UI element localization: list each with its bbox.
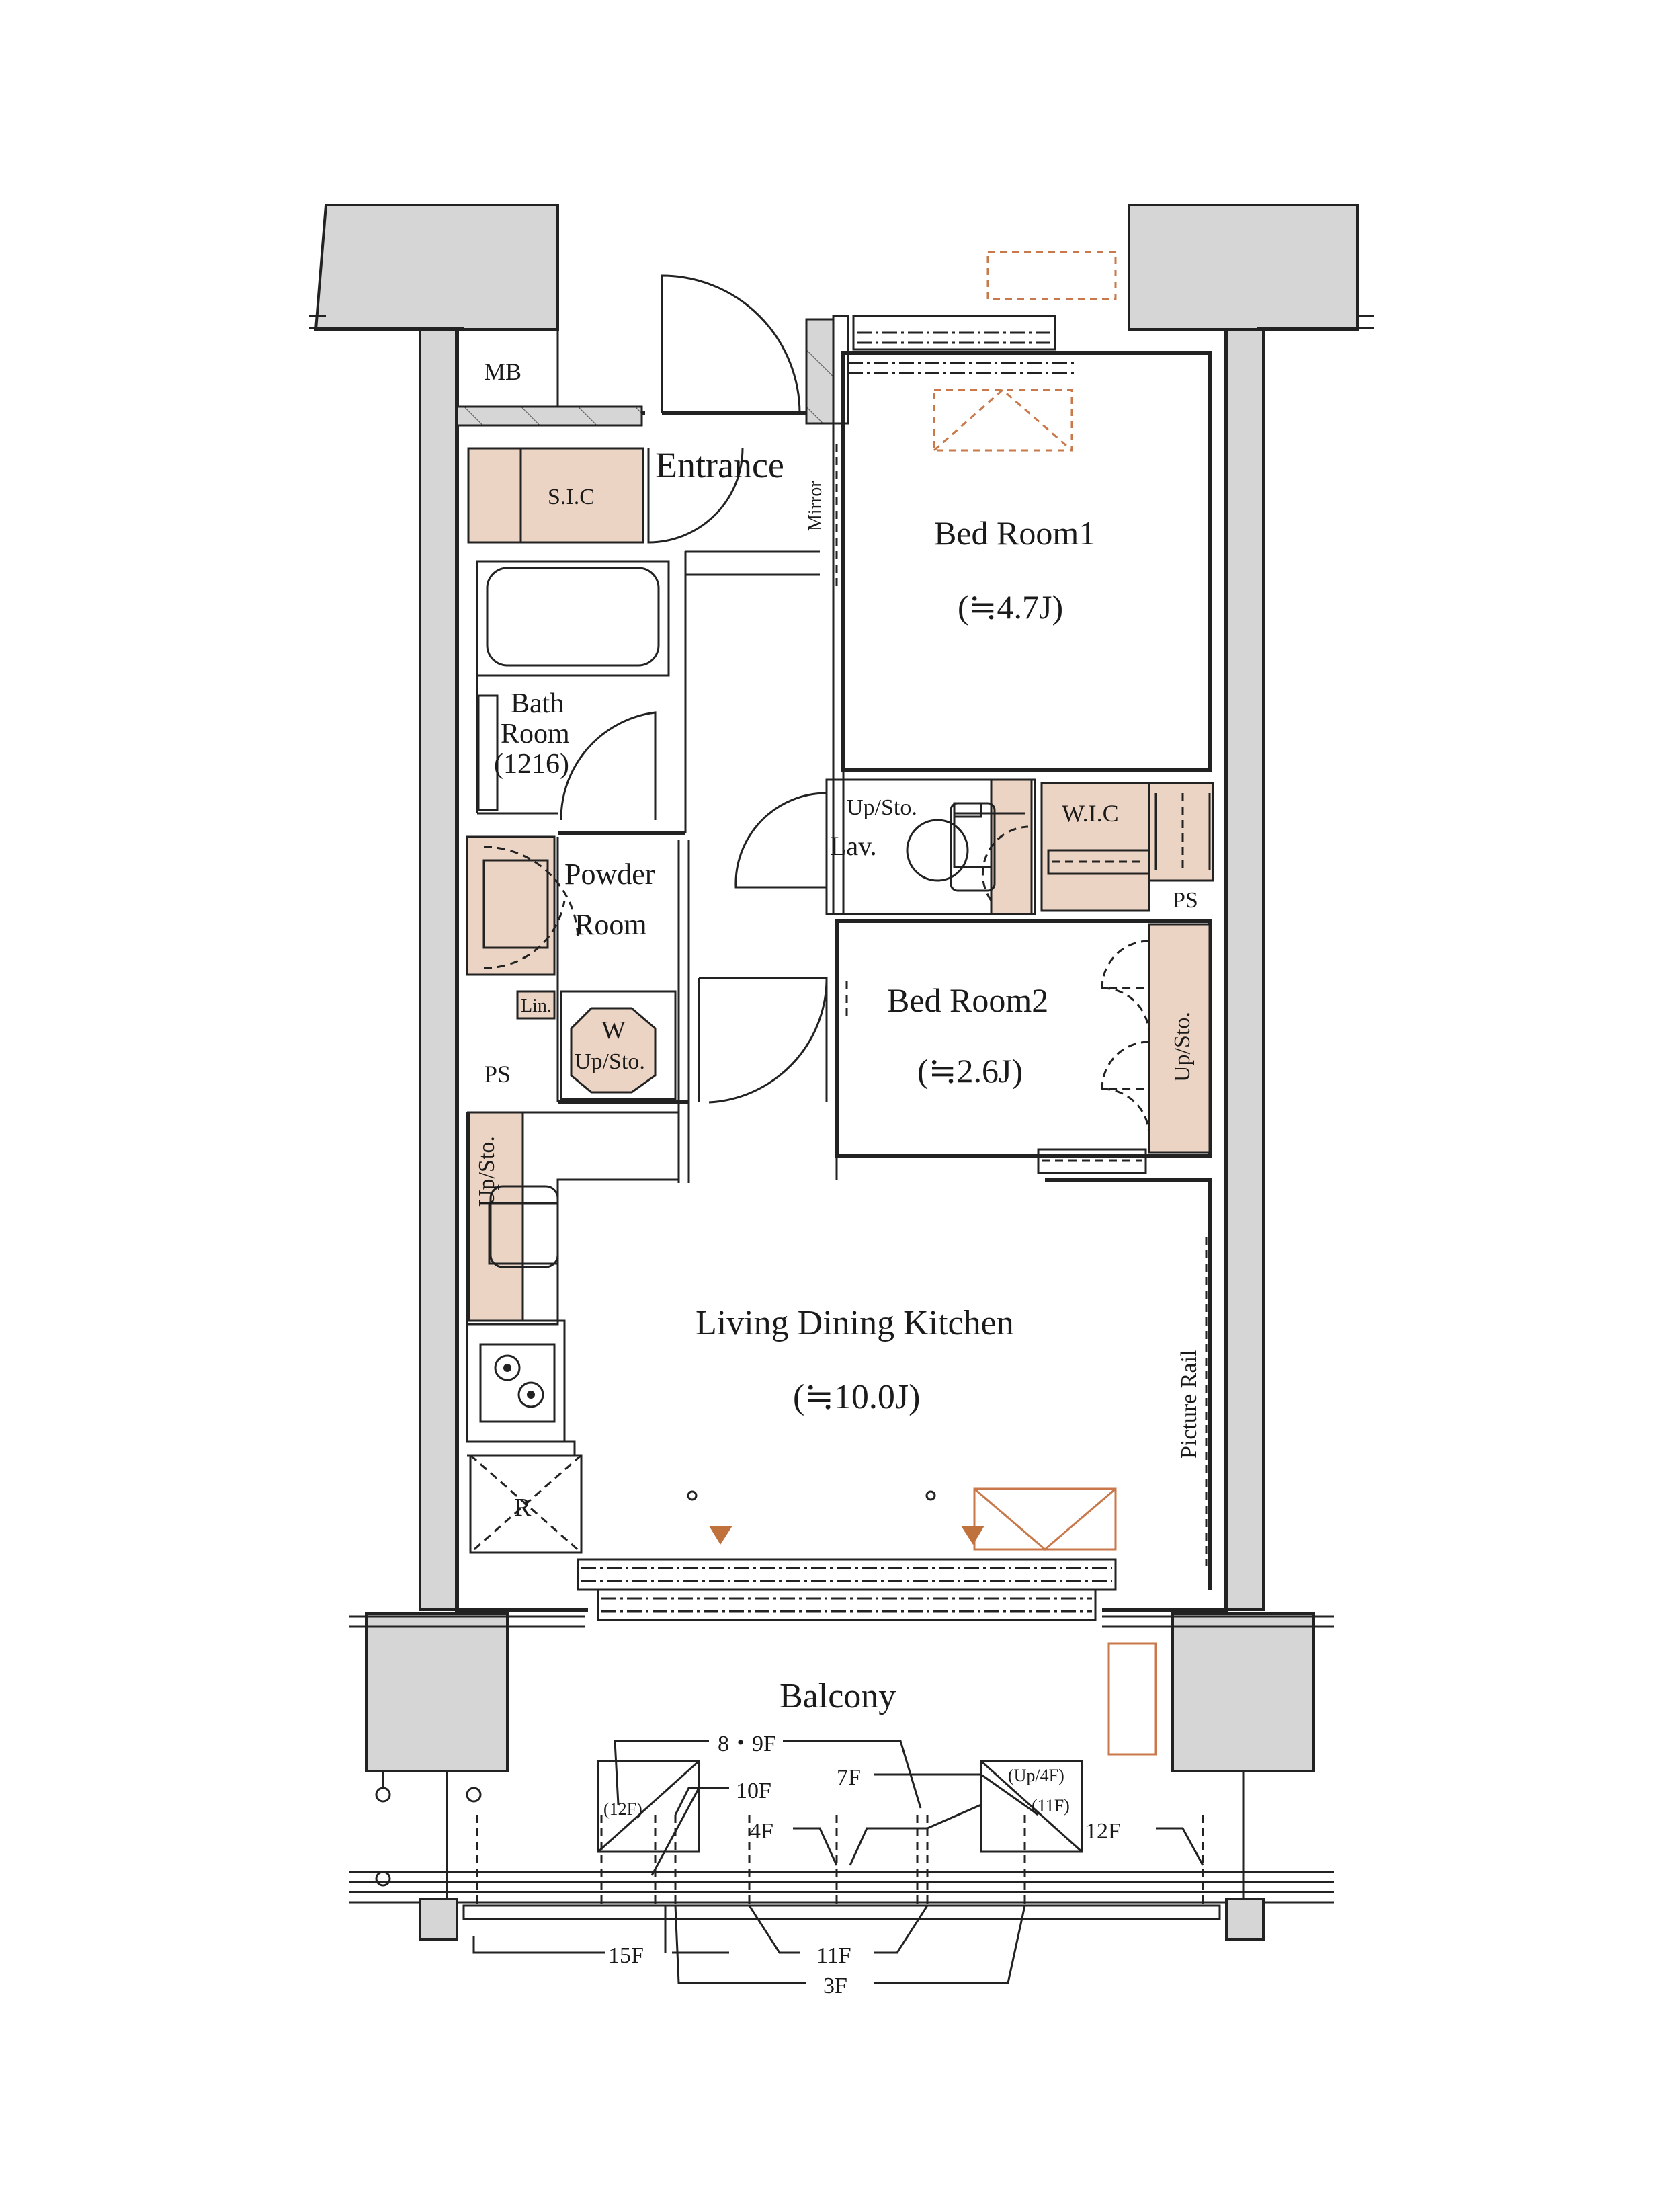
bed1-name: Bed Room1 xyxy=(934,514,1095,552)
structural-walls xyxy=(309,204,1374,1772)
bed1-area: (≒4.7J) xyxy=(958,588,1063,626)
note-12f-a: (12F) xyxy=(603,1799,642,1819)
floor-notes: 8・9F 7F 10F (12F) 4F (Up/4F) (11F) 12F 1… xyxy=(603,1731,1121,1998)
powder-room: Powder Room Lin. W Up/Sto. PS xyxy=(466,835,690,1104)
ps-left-label: PS xyxy=(484,1061,511,1088)
sic-label: S.I.C xyxy=(548,485,595,509)
powder-label-1: Powder xyxy=(564,858,655,891)
lin-label: Lin. xyxy=(521,995,552,1016)
bed-room-1: Bed Room1 (≒4.7J) xyxy=(841,251,1212,772)
ps-right-label: PS xyxy=(1173,888,1198,913)
balcony-label: Balcony xyxy=(780,1677,896,1715)
balcony: Balcony xyxy=(349,1642,1334,1984)
r-label: R xyxy=(514,1494,532,1522)
bath-label-1: Bath xyxy=(511,688,564,719)
note-8-9f: 8・9F xyxy=(718,1731,776,1756)
bath-room: Bath Room (1216) xyxy=(476,560,685,835)
bed2-name: Bed Room2 xyxy=(887,981,1048,1019)
w-label: W xyxy=(601,1016,626,1045)
picture-rail-label: Picture Rail xyxy=(1177,1350,1202,1459)
bath-label-2: Room xyxy=(501,719,570,749)
note-12f: 12F xyxy=(1085,1819,1121,1844)
wic-label: W.I.C xyxy=(1062,800,1119,827)
upsto-bed2-label: Up/Sto. xyxy=(1170,1012,1195,1082)
corridor: Mirror xyxy=(684,423,845,914)
entrance-door[interactable] xyxy=(661,274,849,425)
upsto-w-label: Up/Sto. xyxy=(575,1049,645,1074)
bath-label-3: (1216) xyxy=(494,749,569,780)
mb-label: MB xyxy=(484,358,521,385)
note-15f: 15F xyxy=(608,1943,644,1968)
upsto-kitchen-label: Up/Sto. xyxy=(474,1136,499,1207)
note-10f: 10F xyxy=(736,1779,771,1803)
lavatory: Up/Sto. Lav. xyxy=(734,778,1036,915)
ldk: Living Dining Kitchen (≒10.0J) Picture R… xyxy=(687,1178,1212,1590)
note-11f-a: (11F) xyxy=(1032,1796,1070,1816)
note-3f: 3F xyxy=(823,1973,847,1998)
ldk-name: Living Dining Kitchen xyxy=(696,1304,1014,1342)
kitchen: Up/Sto. R xyxy=(466,1102,838,1554)
entrance-label: Entrance xyxy=(655,445,784,485)
powder-label-2: Room xyxy=(575,908,647,941)
note-7f: 7F xyxy=(837,1765,861,1790)
note-up-4f: (Up/4F) xyxy=(1008,1766,1064,1785)
mb-closet: MB xyxy=(456,328,645,427)
mirror-label: Mirror xyxy=(805,481,826,531)
note-4f: 4F xyxy=(749,1819,773,1844)
wic: W.I.C PS xyxy=(1040,782,1214,913)
living-window xyxy=(577,1558,1117,1621)
ldk-area: (≒10.0J) xyxy=(793,1378,920,1416)
sic-storage: S.I.C xyxy=(467,447,744,544)
lav-label: Lav. xyxy=(830,831,877,861)
upsto-lav-label: Up/Sto. xyxy=(847,795,917,820)
bed2-area: (≒2.6J) xyxy=(917,1052,1023,1090)
bed-room-2: Up/Sto. Bed Room2 (≒2.6J) xyxy=(698,919,1212,1174)
note-11f: 11F xyxy=(816,1943,851,1968)
